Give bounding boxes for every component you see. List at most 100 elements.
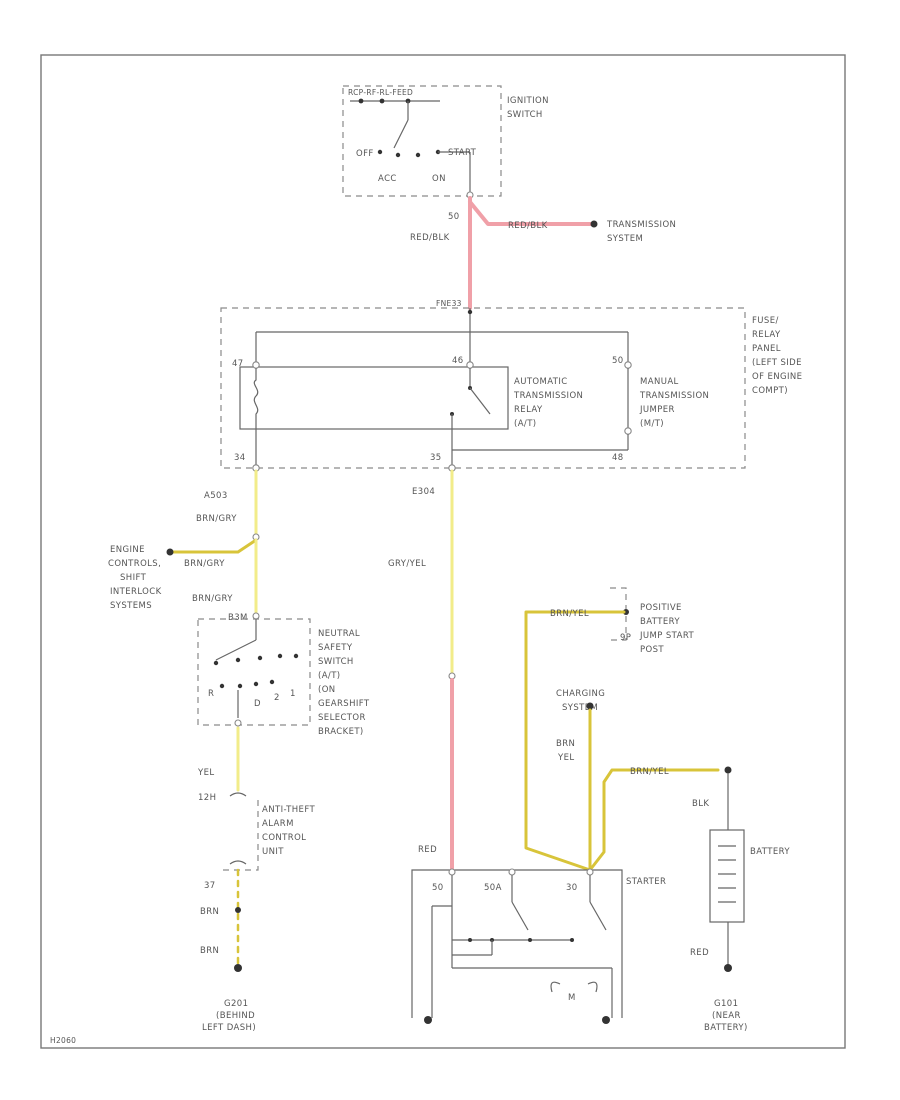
charging-system-label-2: SYSTEM <box>562 703 598 713</box>
mt-jumper-label-2: TRANSMISSION <box>639 391 709 401</box>
shift-interlock-label-4: INTERLOCK <box>110 587 162 597</box>
pin-47-label: 47 <box>232 359 244 369</box>
pos-post-label-4: POST <box>640 645 664 655</box>
at-relay-label-2: TRANSMISSION <box>513 391 583 401</box>
wire-gry-yel-label: GRY/YEL <box>388 559 426 569</box>
wire-yel-label: YEL <box>197 768 215 778</box>
charging-system-arrow <box>586 702 594 710</box>
wire-red-blk-branch <box>468 200 594 226</box>
start-label: START <box>448 148 477 158</box>
charging-system-label-1: CHARGING <box>556 689 605 699</box>
neutral-switch-label-4: (A/T) <box>318 671 341 681</box>
battery-positive-terminal <box>724 766 732 774</box>
pos-post-label-1: POSITIVE <box>640 603 682 613</box>
wire-brn-gry-label-2: BRN/GRY <box>184 559 225 569</box>
wire-brn-yel-battery <box>588 768 720 872</box>
battery: BATTERY <box>709 829 790 923</box>
wire-brn-gry-label: BRN/GRY <box>196 514 237 524</box>
wire-brn-gry-label-3: BRN/GRY <box>192 594 233 604</box>
pin-50b-label: 50 <box>612 356 624 366</box>
anti-theft-label-1: ANTI-THEFT <box>262 805 315 815</box>
mt-jumper-label-1: MANUAL <box>640 377 679 387</box>
pin-50-label: 50 <box>448 212 460 222</box>
pin-30-label: 30 <box>566 883 578 893</box>
wire-red-blk-label-2: RED/BLK <box>508 221 548 231</box>
shift-interlock-label-2: CONTROLS, <box>108 559 161 569</box>
wire-red-label-2: RED <box>690 948 709 958</box>
relay-panel-label-6: COMPT) <box>752 386 788 396</box>
anti-theft-label-2: ALARM <box>262 819 294 829</box>
wire-brn-label-3: BRN <box>556 739 575 749</box>
pin-9p-label: 9P <box>620 633 631 643</box>
conn-12h-label: 12H <box>198 793 216 803</box>
shift-interlock-label-1: ENGINE <box>110 545 145 555</box>
neutral-switch-label-3: SWITCH <box>318 657 354 667</box>
relay-panel-label-4: (LEFT SIDE <box>752 358 802 368</box>
shift-interlock-label-3: SHIFT <box>120 573 147 583</box>
at-relay-label-4: (A/T) <box>514 419 537 429</box>
relay-panel-label-5: OF ENGINE <box>752 372 802 382</box>
conn-e304-label: E304 <box>412 487 435 497</box>
shift-interlock-label-5: SYSTEMS <box>110 601 152 611</box>
starter-ground-right <box>602 1016 610 1024</box>
ground-g101-label-2: (NEAR <box>712 1011 741 1021</box>
pos-post-label-3: JUMP START <box>639 631 695 641</box>
wire-brn-yel-pos-label: BRN/YEL <box>550 609 589 619</box>
acc-label: ACC <box>378 174 397 184</box>
switch-positions-label: RCP-RF-RL-FEED <box>348 88 413 97</box>
starter-label: STARTER <box>626 877 666 887</box>
fused-pin-label: FNE33 <box>436 299 462 308</box>
at-relay-label-3: RELAY <box>514 405 543 415</box>
wire-brn-label: BRN <box>200 907 219 917</box>
neutral-safety-switch: R D 2 1 NEUTRAL SAFETY SWITCH (A/T) (ON … <box>197 618 370 737</box>
neutral-switch-label-5: (ON <box>318 685 336 695</box>
ground-g201-label-3: LEFT DASH) <box>202 1023 256 1033</box>
ground-g201-label-2: (BEHIND <box>216 1011 255 1021</box>
neutral-switch-label-7: SELECTOR <box>318 713 366 723</box>
pin-50a-label: 50A <box>484 883 502 893</box>
wire-yel-label-2: YEL <box>557 753 575 763</box>
pin-m-label: M <box>568 993 576 1003</box>
ground-g101-label-1: G101 <box>714 999 738 1009</box>
wire-brn-label-2: BRN <box>200 946 219 956</box>
ground-g101-label-3: BATTERY) <box>704 1023 748 1033</box>
fuse-relay-panel: FNE33 47 46 50 34 35 48 AUTOMATI <box>220 299 802 472</box>
mt-jumper-label-4: (M/T) <box>640 419 664 429</box>
neutral-switch-label-6: GEARSHIFT <box>318 699 370 709</box>
wire-red-blk-label: RED/BLK <box>410 233 450 243</box>
sel-r-label: R <box>208 689 214 699</box>
relay-panel-label-3: PANEL <box>752 344 781 354</box>
positive-jump-post <box>610 587 629 641</box>
starter-ground-left <box>424 1016 432 1024</box>
shift-interlock-arrow <box>166 548 174 556</box>
ground-g201-label-1: G201 <box>224 999 248 1009</box>
transmission-system-arrow <box>590 220 598 228</box>
conn-a503-label: A503 <box>204 491 228 501</box>
relay-panel-label-1: FUSE/ <box>752 316 779 326</box>
neutral-switch-label-8: BRACKET) <box>318 727 364 737</box>
ignition-switch-label-2: SWITCH <box>507 110 543 120</box>
sel-2-label: 2 <box>274 693 280 703</box>
neutral-switch-label-1: NEUTRAL <box>318 629 360 639</box>
battery-label: BATTERY <box>750 847 790 857</box>
starter: 50 50A 30 M STARTER <box>411 868 666 1024</box>
wire-brn-yel-label-2: BRN/YEL <box>630 767 669 777</box>
pin-34-label: 34 <box>234 453 246 463</box>
wire-brn-yel-post <box>524 610 626 872</box>
connector-12h <box>229 792 247 797</box>
anti-theft-unit: ANTI-THEFT ALARM CONTROL UNIT <box>220 800 315 871</box>
ground-g201 <box>234 964 242 972</box>
anti-theft-label-3: CONTROL <box>262 833 306 843</box>
pin-37-label: 37 <box>204 881 216 891</box>
pin-50s-label: 50 <box>432 883 444 893</box>
ground-g101 <box>724 964 732 972</box>
ignition-switch-label-1: IGNITION <box>507 96 549 106</box>
diagram-id-label: H2060 <box>50 1036 76 1045</box>
pin-46-label: 46 <box>452 356 464 366</box>
wire-red-label: RED <box>418 845 437 855</box>
pos-post-label-2: BATTERY <box>640 617 680 627</box>
sel-1-label: 1 <box>290 689 296 699</box>
off-label: OFF <box>356 149 374 159</box>
neutral-switch-label-2: SAFETY <box>318 643 353 653</box>
